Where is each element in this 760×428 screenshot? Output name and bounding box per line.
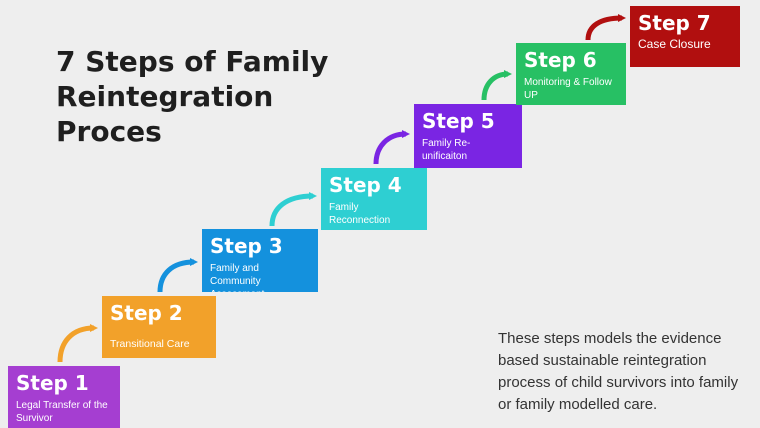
step-3-box: Step 3 Family and Community Assessment	[202, 229, 318, 292]
step-2-title: Step 2	[110, 301, 183, 325]
step-3-title: Step 3	[210, 234, 283, 258]
step-2-box: Step 2 Transitional Care	[102, 296, 216, 358]
arrow-step4-to-step5	[373, 130, 410, 165]
step-4-box: Step 4 Family Reconnection	[321, 168, 427, 230]
step-7-description: Case Closure	[638, 37, 711, 51]
step-6-title: Step 6	[524, 48, 597, 72]
step-4-title: Step 4	[329, 173, 402, 197]
step-2-description: Transitional Care	[110, 338, 190, 350]
description-note: These steps models the evidence based su…	[498, 330, 739, 413]
step-1-title: Step 1	[16, 371, 89, 395]
arrow-step1-to-step2	[57, 324, 98, 363]
step-5-title: Step 5	[422, 109, 495, 133]
step-7-box: Step 7 Case Closure	[630, 6, 740, 67]
step-3-description: Family and Community Assessment	[210, 263, 264, 292]
arrow-step5-to-step6	[481, 70, 512, 101]
page-title: 7 Steps of Family Reintegration Proces	[56, 45, 329, 148]
step-4-description: Family Reconnection	[329, 202, 391, 226]
step-5-description: Family Re-unificaiton	[422, 138, 471, 162]
arrow-step3-to-step4	[269, 192, 317, 227]
step-1-box: Step 1 Legal Transfer of the Survivor	[8, 366, 120, 428]
step-1-description: Legal Transfer of the Survivor	[16, 400, 108, 424]
step-5-box: Step 5 Family Re-unificaiton	[414, 104, 522, 168]
step-6-description: Monitoring & Follow UP	[524, 77, 612, 101]
arrow-step2-to-step3	[157, 258, 198, 293]
step-6-box: Step 6 Monitoring & Follow UP	[516, 43, 626, 105]
step-7-title: Step 7	[638, 11, 711, 35]
arrow-step6-to-step7	[585, 14, 626, 41]
